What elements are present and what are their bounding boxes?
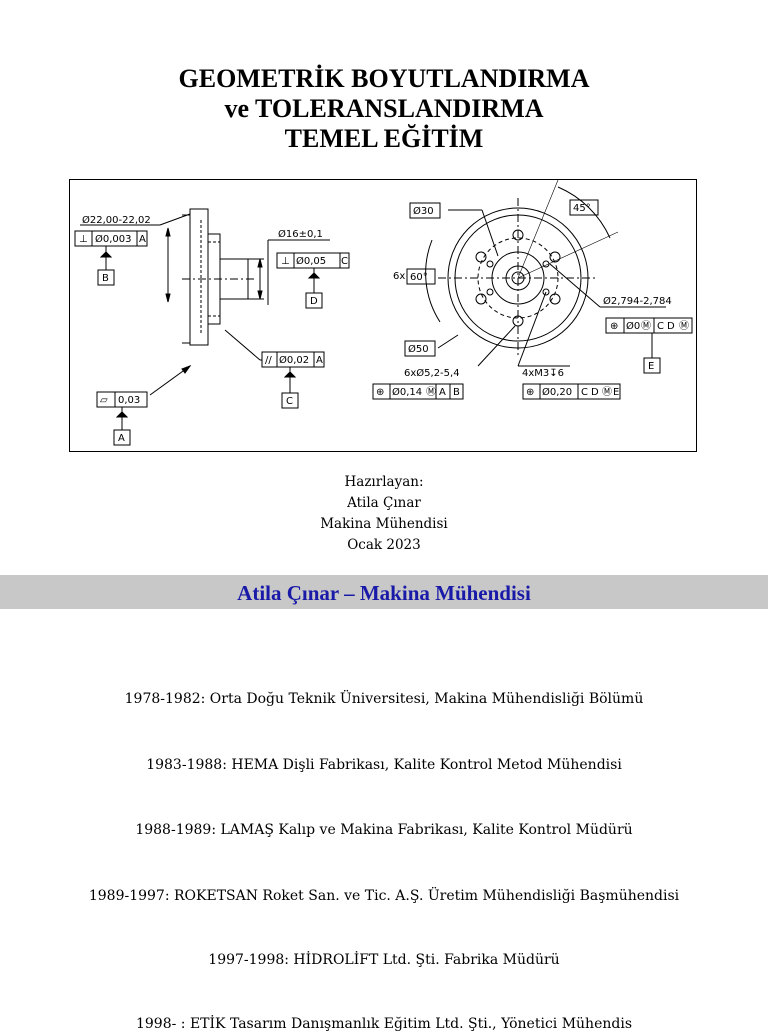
document-title: GEOMETRİK BOYUTLANDIRMA ve TOLERANSLANDI… [0,64,768,154]
title-line-1: GEOMETRİK BOYUTLANDIRMA [178,64,590,93]
career-line: 1988-1989: LAMAŞ Kalıp ve Makina Fabrika… [135,822,633,838]
dim-30-label: Ø30 [413,205,434,217]
perp-1-datum: A [139,234,146,245]
prepared-by-label: Hazırlayan: [344,474,424,490]
perp-2-symbol: ⊥ [281,256,290,267]
dim-50-label: Ø50 [408,343,429,355]
dim-6x-label: 6x [393,271,405,282]
datum-a-label: A [118,433,125,444]
career-line: 1983-1988: HEMA Dişli Fabrikası, Kalite … [146,757,622,773]
author-banner: Atila Çınar – Makina Mühendisi [0,575,768,609]
flange-dia-dimension: Ø22,00-22,02 [80,213,191,303]
pin-datum-c: C [657,321,664,332]
flatness-symbol: ▱ [100,395,108,406]
perp-1-symbol: ⊥ [79,234,88,245]
datum-c-label: C [286,396,293,407]
parallel-datum: A [316,355,323,366]
dim-45-label: 45° [573,203,591,214]
gdt-drawing-figure: Ø22,00-22,02 ⊥ Ø0,003 A B Ø16±0,1 ⊥ Ø0,0… [69,179,697,452]
career-line: 1997-1998: HİDROLİFT Ltd. Şti. Fabrika M… [208,952,560,968]
dim-threads-label: 4xM3↧6 [522,368,564,379]
prepared-by-block: Hazırlayan: Atila Çınar Makina Mühendisi… [0,472,768,556]
pin-position-symbol: ⊕ [610,321,618,332]
career-line: 1978-1982: Orta Doğu Teknik Üniversitesi… [124,691,644,707]
title-line-3: TEMEL EĞİTİM [284,124,484,153]
document-date: Ocak 2023 [347,537,421,553]
dim-pin-label: Ø2,794-2,784 [603,295,672,307]
holes-position-symbol: ⊕ [376,387,384,398]
datum-b-label: B [102,273,109,284]
holes-mmc: Ⓜ [426,386,436,398]
pin-datum-d: D [667,321,675,332]
parallel-tolerance: Ø0,02 [279,354,309,366]
parallel-symbol: // [265,355,272,366]
threads-datum-e: E [613,387,619,398]
title-line-2: ve TOLERANSLANDIRMA [224,94,544,123]
author-banner-text: Atila Çınar – Makina Mühendisi [237,581,531,605]
holes-datum-a: A [439,387,446,398]
flatness-tolerance: 0,03 [118,395,140,406]
dim-holes-label: 6xØ5,2-5,4 [404,367,460,379]
perp-1-tolerance: Ø0,003 [95,233,132,245]
holes-datum-b: B [453,387,460,398]
perp-2-datum: C [341,256,348,267]
threads-datum-d: D [591,387,599,398]
threads-mmc: Ⓜ [602,386,612,398]
holes-tolerance: Ø0,14 [392,386,422,398]
career-line: 1998- : ETİK Tasarım Danışmanlık Eğitim … [135,1016,632,1032]
fcf-flatness: ▱ 0,03 A [96,364,192,446]
gdt-drawing: Ø22,00-22,02 ⊥ Ø0,003 A B Ø16±0,1 ⊥ Ø0,0… [74,180,693,446]
threads-datum-c: C [581,387,588,398]
side-view-part [182,208,256,346]
author-role: Makina Mühendisi [320,516,448,532]
fcf-parallelism: // Ø0,02 A C [224,329,325,409]
dim-60-label: 60° [410,272,428,283]
pin-tolerance: Ø0 [626,320,640,332]
front-view-dimensions: Ø30 45° 6x 60° Ø50 Ø2,794-2,784 ⊕ Ø0 Ⓜ C… [372,180,693,400]
threads-position-symbol: ⊕ [526,387,534,398]
author-name: Atila Çınar [347,495,421,511]
datum-e-label: E [648,361,654,372]
perp-2-tolerance: Ø0,05 [296,255,326,267]
career-line: 1989-1997: ROKETSAN Roket San. ve Tic. A… [88,888,680,904]
flange-dia-label: Ø22,00-22,02 [82,214,151,226]
datum-d-label: D [310,296,318,307]
pin-mmc-1: Ⓜ [641,320,651,332]
threads-tolerance: Ø0,20 [542,386,572,398]
boss-dia-label: Ø16±0,1 [278,228,323,240]
pin-mmc-2: Ⓜ [679,320,689,332]
boss-dia-dimension: Ø16±0,1 ⊥ Ø0,05 C D [248,228,350,309]
fcf-perpendicularity-1: ⊥ Ø0,003 A B [74,230,148,286]
